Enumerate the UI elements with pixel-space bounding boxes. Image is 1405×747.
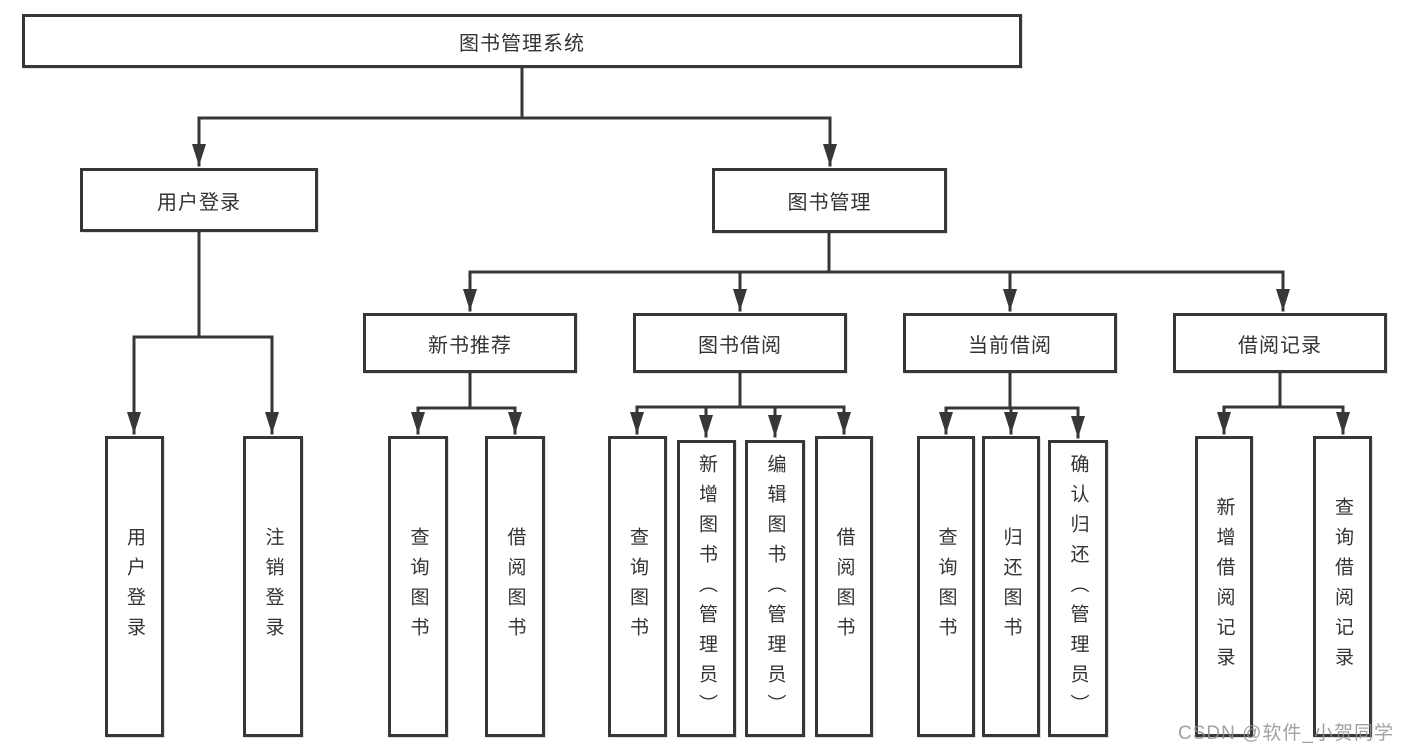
node-cb-confirm-return-admin: 确认归还（管理员） — [1048, 440, 1108, 737]
node-cb-return-books: 归还图书 — [982, 436, 1040, 737]
node-cb-confirm-return-admin-label: 确认归还（管理员） — [1067, 453, 1089, 724]
node-book-borrowing: 图书借阅 — [633, 313, 847, 373]
node-cb-return-books-label: 归还图书 — [1000, 526, 1022, 647]
node-book-borrowing-label: 图书借阅 — [698, 334, 782, 357]
node-bb-borrow-books-label: 借阅图书 — [833, 526, 855, 647]
node-br-add-record-label: 新增借阅记录 — [1213, 496, 1235, 677]
node-br-query-record: 查询借阅记录 — [1313, 436, 1372, 737]
node-bb-edit-books-admin-label: 编辑图书（管理员） — [764, 453, 786, 724]
node-bb-borrow-books: 借阅图书 — [815, 436, 873, 737]
node-nbr-borrow-books: 借阅图书 — [485, 436, 545, 737]
node-nbr-query-books-label: 查询图书 — [407, 526, 429, 647]
csdn-watermark: CSDN @软件_小贺同学 — [1178, 723, 1394, 744]
node-leaf-logout-label: 注销登录 — [262, 526, 284, 647]
node-br-add-record: 新增借阅记录 — [1195, 436, 1253, 737]
node-book-management-label: 图书管理 — [787, 192, 872, 214]
node-library-system-label: 图书管理系统 — [459, 32, 585, 55]
node-br-query-record-label: 查询借阅记录 — [1332, 496, 1353, 677]
node-bb-query-books: 查询图书 — [608, 436, 667, 737]
node-new-book-recommend: 新书推荐 — [363, 313, 577, 373]
node-library-system: 图书管理系统 — [22, 14, 1022, 68]
node-user-login: 用户登录 — [80, 168, 318, 232]
node-cb-query-books: 查询图书 — [917, 436, 975, 737]
node-new-book-recommend-label: 新书推荐 — [428, 334, 512, 357]
node-leaf-user-login: 用户登录 — [105, 436, 164, 737]
node-current-borrowing-label: 当前借阅 — [968, 334, 1052, 357]
node-bb-add-books-admin: 新增图书（管理员） — [677, 440, 736, 737]
node-bb-edit-books-admin: 编辑图书（管理员） — [745, 440, 805, 737]
node-nbr-borrow-books-label: 借阅图书 — [504, 526, 526, 647]
node-leaf-user-login-label: 用户登录 — [124, 526, 145, 647]
node-borrowing-records-label: 借阅记录 — [1238, 334, 1322, 357]
node-bb-query-books-label: 查询图书 — [627, 526, 648, 647]
node-cb-query-books-label: 查询图书 — [935, 526, 957, 647]
node-bb-add-books-admin-label: 新增图书（管理员） — [696, 453, 717, 724]
node-nbr-query-books: 查询图书 — [388, 436, 448, 737]
node-book-management: 图书管理 — [712, 168, 947, 233]
node-user-login-label: 用户登录 — [157, 191, 241, 214]
node-borrowing-records: 借阅记录 — [1173, 313, 1387, 373]
node-leaf-logout: 注销登录 — [243, 436, 303, 737]
node-current-borrowing: 当前借阅 — [903, 313, 1117, 373]
